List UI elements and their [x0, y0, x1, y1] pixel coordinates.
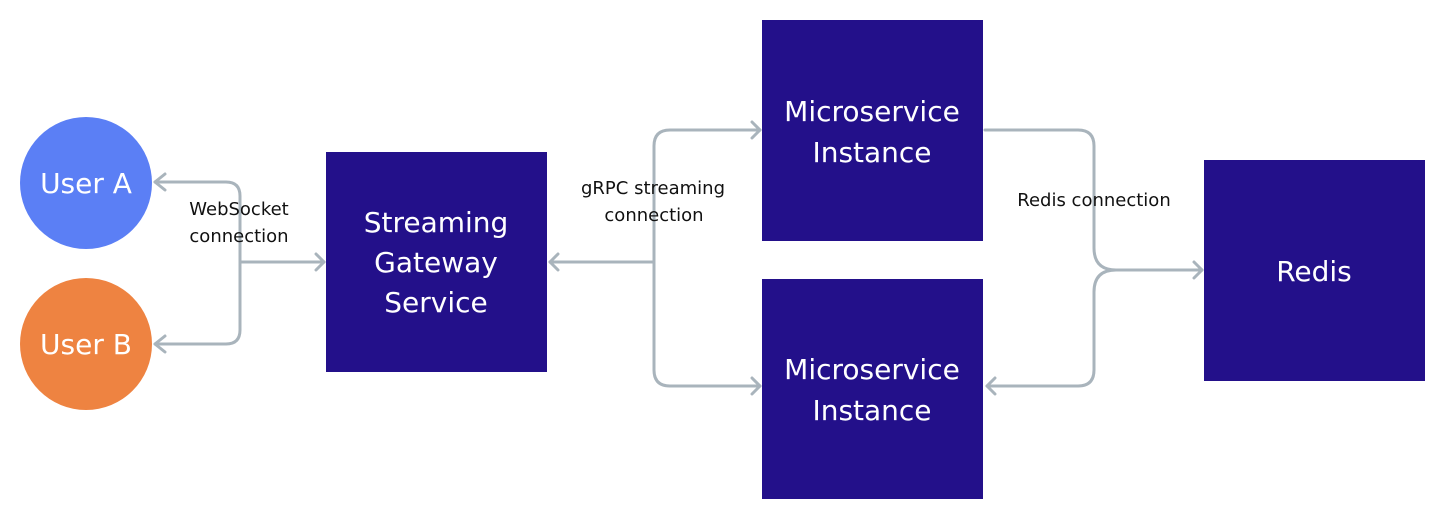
- microservice-2-label-line-1: Microservice: [784, 353, 960, 386]
- redis-connector: [983, 128, 1204, 388]
- user-a-circle: [20, 117, 152, 249]
- grpc-label-line-2: connection: [604, 205, 703, 226]
- arrow-to-gateway: [314, 252, 326, 272]
- microservice-1-node: Microservice Instance: [762, 20, 983, 241]
- gateway-label-line-3: Service: [384, 286, 487, 319]
- microservice-2-label-line-2: Instance: [812, 394, 931, 427]
- microservice-1-label-line-1: Microservice: [784, 95, 960, 128]
- gateway-label-line-2: Gateway: [374, 246, 498, 279]
- arrow-grpc-to-micro-2: [750, 376, 762, 396]
- gateway-node: Streaming Gateway Service: [326, 152, 547, 372]
- websocket-edge-label: WebSocket connection: [189, 199, 289, 247]
- grpc-label-line-1: gRPC streaming: [581, 178, 725, 199]
- redis-label: Redis: [1276, 255, 1352, 288]
- microservice-2-node: Microservice Instance: [762, 279, 983, 499]
- user-b-node: User B: [20, 278, 152, 410]
- redis-box: [1204, 160, 1425, 381]
- gateway-box: [326, 152, 547, 372]
- grpc-edge-label: gRPC streaming connection: [581, 178, 725, 226]
- redis-connection-label: Redis connection: [1017, 190, 1170, 211]
- microservice-2-box: [762, 279, 983, 499]
- user-a-label: User A: [40, 167, 132, 200]
- microservice-1-box: [762, 20, 983, 241]
- websocket-label-line-1: WebSocket: [189, 199, 289, 220]
- arrow-to-micro-2: [985, 376, 997, 396]
- grpc-connector: [548, 128, 762, 388]
- redis-node: Redis: [1204, 160, 1425, 381]
- connectors: [153, 120, 1204, 396]
- gateway-label-line-1: Streaming: [364, 206, 509, 239]
- user-b-circle: [20, 278, 152, 410]
- websocket-connector: [153, 180, 326, 346]
- redis-edge-label: Redis connection: [1017, 190, 1170, 211]
- arrow-to-user-b: [153, 334, 167, 354]
- microservice-1-label-line-2: Instance: [812, 136, 931, 169]
- arrow-to-user-a: [153, 172, 167, 192]
- websocket-label-line-2: connection: [189, 226, 288, 247]
- arrow-grpc-to-micro-1: [750, 120, 762, 140]
- user-a-node: User A: [20, 117, 152, 249]
- user-b-label: User B: [40, 328, 132, 361]
- arrow-grpc-to-gateway: [548, 252, 560, 272]
- arrow-to-redis: [1192, 260, 1204, 280]
